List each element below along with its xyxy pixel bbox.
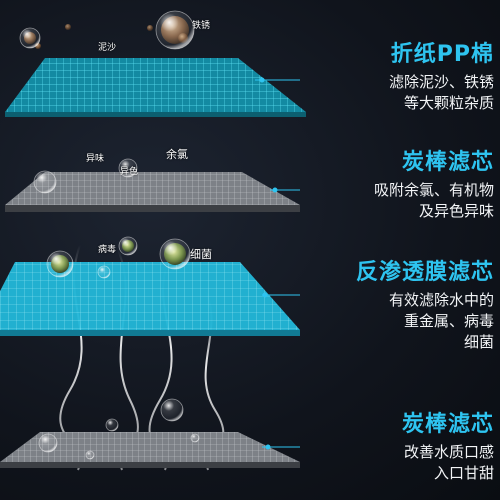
layer-desc-line: 滤除泥沙、铁锈 xyxy=(388,73,494,91)
layer-desc-line: 等大颗粒杂质 xyxy=(403,94,494,112)
label-carbon-rod-2: 炭棒滤芯 改善水质口感 入口甘甜 xyxy=(318,412,494,484)
layer-desc-line: 吸附余氯、有机物 xyxy=(373,181,494,199)
label-carbon-rod-1: 炭棒滤芯 吸附余氯、有机物 及异色异味 xyxy=(318,150,494,222)
layer-title: 炭棒滤芯 xyxy=(401,412,494,437)
layer-title: 炭棒滤芯 xyxy=(401,150,494,175)
tag-bacteria: 细菌 xyxy=(190,248,212,261)
tag-discoloration: 异色 xyxy=(120,167,139,177)
layer-desc-line: 有效滤除水中的 xyxy=(388,291,494,309)
tag-odor: 异味 xyxy=(86,154,105,164)
layer-desc-line: 及异色异味 xyxy=(418,202,494,220)
layer-desc-line: 改善水质口感 xyxy=(403,443,494,461)
tag-rust: 铁锈 xyxy=(192,21,211,31)
layer-desc-line: 入口甘甜 xyxy=(433,464,494,482)
layer-desc-line: 细菌 xyxy=(463,333,494,351)
water-bubbles xyxy=(19,10,200,460)
carbon-rod-layer-2 xyxy=(0,432,300,468)
layer-title: 反渗透膜滤芯 xyxy=(355,260,494,285)
label-ro-membrane: 反渗透膜滤芯 有效滤除水中的 重金属、病毒 细菌 xyxy=(318,260,494,353)
label-pp-cotton: 折纸PP棉 滤除泥沙、铁锈 等大颗粒杂质 xyxy=(318,42,494,114)
tag-sediment: 泥沙 xyxy=(98,43,117,53)
tag-residual-chlorine: 余氯 xyxy=(166,148,188,161)
layer-title: 折纸PP棉 xyxy=(390,42,494,67)
carbon-rod-layer-1 xyxy=(5,172,300,212)
ro-membrane-layer xyxy=(0,262,300,336)
pp-cotton-layer xyxy=(5,58,306,117)
tag-virus: 病毒 xyxy=(98,245,117,255)
layer-desc-line: 重金属、病毒 xyxy=(403,312,494,330)
